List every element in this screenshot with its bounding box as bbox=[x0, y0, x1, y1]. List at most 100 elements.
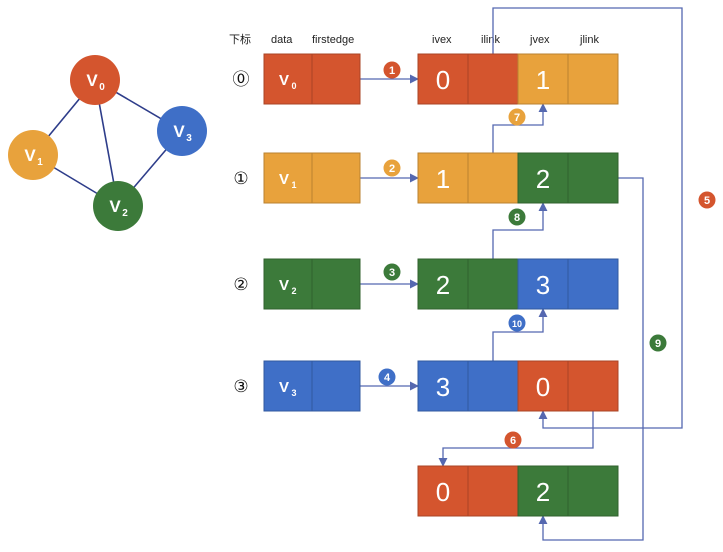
row-index-label: ③ bbox=[233, 377, 248, 396]
data-cell bbox=[263, 152, 313, 204]
header-ivex: ivex bbox=[432, 34, 452, 46]
step-badge-2: 2 bbox=[383, 159, 401, 177]
vertex-label: V bbox=[279, 72, 289, 89]
graph-node-label: V bbox=[86, 71, 98, 90]
firstedge-cell bbox=[311, 360, 361, 412]
ilink-cell bbox=[467, 360, 519, 412]
step-badge-circle bbox=[649, 334, 667, 352]
jlink-cell bbox=[567, 53, 619, 105]
vertex-subscript: 1 bbox=[291, 180, 296, 190]
data-cell bbox=[263, 53, 313, 105]
firstedge-cell bbox=[311, 258, 361, 310]
column-headers: 下标 data firstedge ivex ilink jvex jlink bbox=[229, 32, 599, 46]
step-badge-circle bbox=[508, 314, 526, 332]
firstedge-cell bbox=[311, 53, 361, 105]
ivex-value: 3 bbox=[436, 372, 450, 402]
data-cell bbox=[263, 360, 313, 412]
step-badge-number: 1 bbox=[389, 65, 395, 77]
step-badge-number: 10 bbox=[512, 319, 522, 329]
header-index: 下标 bbox=[229, 32, 251, 46]
step-badge-1: 1 bbox=[383, 61, 401, 79]
ilink-cell bbox=[467, 152, 519, 204]
graph-node-subscript: 3 bbox=[186, 133, 192, 144]
jlink-cell bbox=[567, 258, 619, 310]
step-badge-circle bbox=[383, 263, 401, 281]
step-badge-number: 8 bbox=[514, 212, 520, 224]
vertex-subscript: 3 bbox=[291, 388, 296, 398]
jvex-value: 1 bbox=[536, 65, 550, 95]
step-badge-number: 7 bbox=[514, 112, 520, 124]
jvex-value: 2 bbox=[536, 164, 550, 194]
header-jlink: jlink bbox=[579, 34, 599, 46]
row-index-label: ⓪ bbox=[233, 70, 250, 89]
step-badge-number: 4 bbox=[384, 372, 391, 384]
ivex-value: 1 bbox=[436, 164, 450, 194]
step-badge-circle bbox=[378, 368, 396, 386]
ivex-cell bbox=[417, 53, 469, 105]
step-badge-circle bbox=[383, 159, 401, 177]
graph-node-circle bbox=[8, 130, 58, 180]
step-badge-circle bbox=[698, 191, 716, 209]
jvex-cell bbox=[517, 152, 569, 204]
header-data: data bbox=[271, 34, 293, 46]
vertex-label: V bbox=[279, 277, 289, 294]
vertex-label: V bbox=[279, 379, 289, 396]
ivex-cell bbox=[417, 258, 469, 310]
firstedge-cell bbox=[311, 152, 361, 204]
step-badge-circle bbox=[508, 108, 526, 126]
step-badge-5: 5 bbox=[698, 191, 716, 209]
ilink-cell bbox=[467, 53, 519, 105]
step-badge-circle bbox=[508, 208, 526, 226]
graph-node-label: V bbox=[24, 146, 36, 165]
header-jvex: jvex bbox=[529, 34, 550, 46]
data-cell bbox=[263, 258, 313, 310]
ilink-arrow-5 bbox=[492, 7, 683, 429]
step-badge-circle bbox=[383, 61, 401, 79]
jvex-cell bbox=[517, 360, 569, 412]
jvex-cell bbox=[517, 53, 569, 105]
header-ilink: ilink bbox=[481, 34, 500, 46]
ivex-value: 2 bbox=[436, 270, 450, 300]
graph-node-label: V bbox=[173, 122, 185, 141]
step-badge-number: 9 bbox=[655, 338, 661, 350]
row-index-label: ② bbox=[233, 275, 248, 294]
graph-node-circle bbox=[93, 181, 143, 231]
ilink-cell bbox=[467, 465, 519, 517]
step-badge-7: 7 bbox=[508, 108, 526, 126]
ivex-value: 0 bbox=[436, 477, 450, 507]
header-firstedge: firstedge bbox=[312, 34, 354, 46]
step-badge-8: 8 bbox=[508, 208, 526, 226]
jvex-value: 3 bbox=[536, 270, 550, 300]
step-badge-number: 2 bbox=[389, 163, 395, 175]
jlink-cell bbox=[567, 465, 619, 517]
jlink-cell bbox=[567, 152, 619, 204]
step-badge-9: 9 bbox=[649, 334, 667, 352]
jvex-value: 0 bbox=[536, 372, 550, 402]
step-badge-number: 3 bbox=[389, 267, 395, 279]
graph-node-subscript: 0 bbox=[99, 82, 105, 93]
jlink-arrow-9 bbox=[538, 177, 644, 541]
ivex-cell bbox=[417, 465, 469, 517]
jvex-value: 2 bbox=[536, 477, 550, 507]
jlink-arrow-6 bbox=[438, 411, 594, 467]
jvex-cell bbox=[517, 258, 569, 310]
ilink-arrow-10 bbox=[492, 308, 548, 361]
ilink-cell bbox=[467, 258, 519, 310]
